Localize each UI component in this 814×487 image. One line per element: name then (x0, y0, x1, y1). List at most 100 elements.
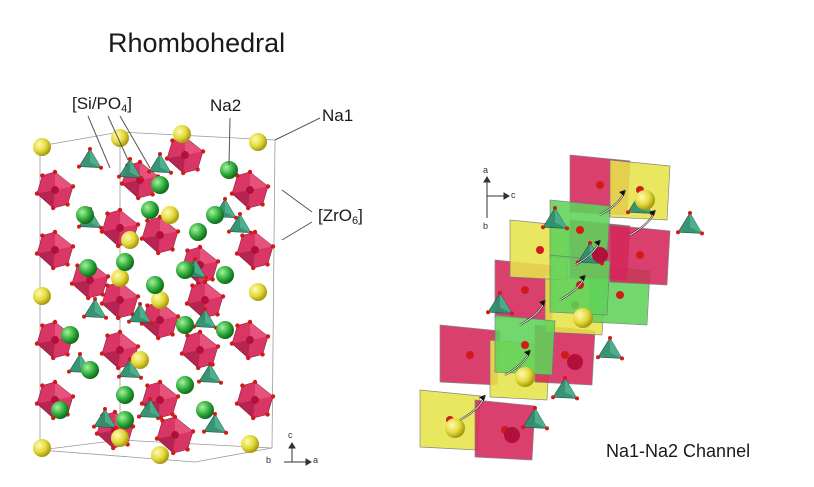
na1-na2-channel (419, 154, 704, 461)
na1-sphere (111, 269, 129, 287)
na2-sphere (216, 321, 234, 339)
axis-left-a: a (313, 455, 319, 465)
sipo4-tetrahedron (77, 147, 103, 170)
migration-arrow (559, 274, 586, 301)
na2-sphere (51, 401, 69, 419)
na1-sphere (33, 287, 51, 305)
zro6-label: [ZrO6] (318, 206, 363, 227)
migration-arrow (459, 394, 486, 421)
channel-zr-atom (567, 354, 583, 370)
axis-left-b: b (266, 455, 272, 465)
na2-sphere (176, 376, 194, 394)
na2-sphere (116, 411, 134, 429)
channel-tetrahedron (541, 206, 569, 231)
channel-polyhedron (609, 224, 671, 286)
axis-left-c: c (288, 430, 293, 440)
si-po4-label: [Si/PO4] (72, 94, 132, 115)
na1-sphere (111, 429, 129, 447)
na1-label: Na1 (322, 106, 354, 125)
na2-sphere (176, 261, 194, 279)
zro6-octahedron (184, 279, 226, 321)
na1-sphere (173, 125, 191, 143)
na2-sphere (141, 201, 159, 219)
na1-sphere (249, 133, 267, 151)
na2-sphere (76, 206, 94, 224)
si-po4-label-sub: 4 (121, 103, 128, 115)
channel-tetrahedron (521, 406, 549, 431)
si-po4-label-text: [Si/PO (72, 94, 122, 113)
zro6-octahedron (229, 319, 271, 361)
sipo4-tetrahedron (202, 412, 228, 435)
na2-sphere (151, 176, 169, 194)
sipo4-tetrahedron (92, 407, 118, 430)
sipo4-tetrahedron (117, 357, 143, 380)
channel-zr-atom (592, 247, 608, 263)
zro6-octahedron (179, 329, 221, 371)
na2-sphere (116, 386, 134, 404)
channel-tetrahedron (676, 211, 704, 236)
axis-right-c: c (511, 190, 516, 200)
sipo4-tetrahedron (197, 362, 223, 385)
figure-title: Rhombohedral (108, 28, 286, 58)
na1-sphere (111, 129, 129, 147)
na1-spheres (33, 125, 267, 464)
channel-tetrahedron (551, 376, 579, 401)
na2-sphere (216, 266, 234, 284)
channel-zr-atom (504, 427, 520, 443)
na2-sphere (196, 401, 214, 419)
na2-sphere (176, 316, 194, 334)
migration-arrow (599, 189, 626, 216)
na2-sphere (116, 253, 134, 271)
na1-sphere (131, 351, 149, 369)
zro6-octahedron (154, 414, 196, 456)
si-po4-label-close: ] (127, 94, 132, 113)
migration-arrow (519, 299, 546, 326)
channel-polyhedron (549, 199, 611, 261)
zro6-octahedron (164, 134, 206, 176)
channel-na1-sphere (445, 418, 465, 438)
zro6-octahedron (34, 229, 76, 271)
zro6-octahedron (229, 169, 271, 211)
zro6-octahedron (234, 229, 276, 271)
channel-label: Na1-Na2 Channel (606, 441, 751, 461)
channel-tetrahedron (596, 336, 624, 361)
na1-sphere (33, 439, 51, 457)
zro6-octahedron (234, 379, 276, 421)
na2-sphere (206, 206, 224, 224)
zro6-label-close: ] (358, 206, 363, 225)
channel-na1-sphere (515, 367, 535, 387)
na2-sphere (81, 361, 99, 379)
axes-right (483, 176, 510, 218)
sipo4-tetrahedron (147, 152, 173, 175)
na2-label: Na2 (210, 96, 242, 115)
channel-polyhedron (494, 314, 556, 376)
zro6-octahedron (34, 169, 76, 211)
sipo4-tetrahedron (82, 297, 108, 320)
na1-sphere (33, 138, 51, 156)
na1-sphere (241, 435, 259, 453)
axis-right-a: a (483, 165, 489, 175)
axis-right-b: b (483, 221, 489, 231)
sipo4-tetrahedron (227, 212, 253, 235)
na2-sphere (61, 326, 79, 344)
axes-left (284, 442, 312, 466)
sipo4-tetrahedron (127, 302, 153, 325)
na1-sphere (249, 283, 267, 301)
zro6-label-text: [ZrO (318, 206, 352, 225)
sipo4-tetrahedron (117, 157, 143, 180)
zro6-octahedron (99, 279, 141, 321)
na1-sphere (151, 446, 169, 464)
leader-lines (87, 115, 321, 241)
na2-spheres (51, 161, 238, 429)
na1-sphere (151, 291, 169, 309)
na1-sphere (161, 206, 179, 224)
channel-tetrahedron (486, 291, 514, 316)
migration-arrow (629, 209, 656, 236)
migration-arrow (574, 239, 601, 266)
na2-sphere (79, 259, 97, 277)
sipo4-tetrahedron (137, 397, 163, 420)
channel-na1-sphere (635, 190, 655, 210)
migration-arrow (504, 349, 531, 376)
